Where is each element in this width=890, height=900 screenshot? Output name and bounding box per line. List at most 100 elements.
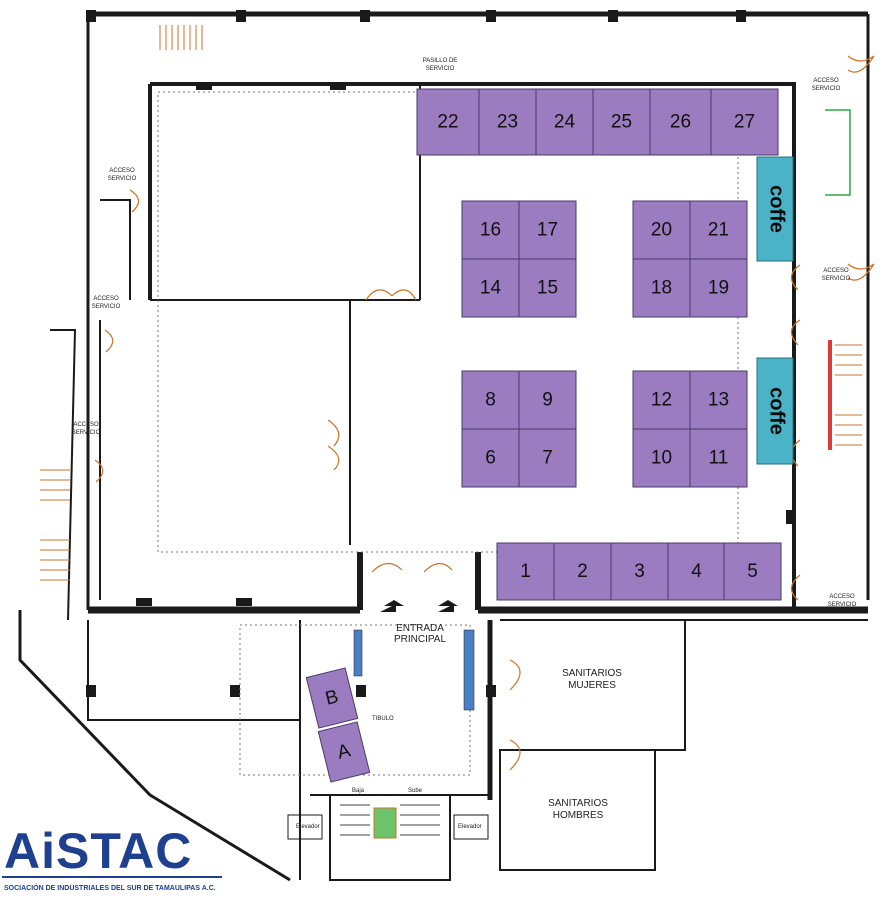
booth-a[interactable]: A: [317, 721, 371, 783]
booth-19[interactable]: 19: [689, 258, 748, 318]
booth-23[interactable]: 23: [478, 88, 537, 156]
booth-20[interactable]: 20: [632, 200, 691, 260]
red-rail: [828, 340, 832, 450]
acceso-label-5a: ACCESO: [823, 268, 849, 274]
booth-3-label: 3: [634, 561, 645, 582]
booth-18[interactable]: 18: [632, 258, 691, 318]
vestibulo-label: TIBULO: [372, 716, 394, 722]
elevator-left: [287, 814, 323, 840]
left-stairs: [40, 469, 70, 581]
booth-b[interactable]: B: [305, 667, 359, 729]
acceso-label-5b: SERVICIO: [822, 276, 851, 282]
booth-14[interactable]: 14: [461, 258, 520, 318]
booth-11-label: 11: [709, 448, 729, 469]
acceso-label-6b: SERVICIO: [828, 602, 857, 608]
top-stairs: [159, 25, 203, 50]
booth-26-label: 26: [670, 112, 691, 133]
aistac-logo: AiSTAC SOCIACIÓN DE INDUSTRIALES DEL SUR…: [2, 823, 222, 892]
booth-20-label: 20: [651, 220, 672, 241]
baja-label: Baja: [352, 788, 365, 794]
coffee-station-2[interactable]: coffe: [756, 357, 794, 465]
booth-17[interactable]: 17: [518, 200, 577, 260]
booth-25[interactable]: 25: [592, 88, 651, 156]
acceso-label-3b: SERVICIO: [92, 304, 121, 310]
entrada-label-2: PRINCIPAL: [394, 634, 446, 645]
logo-underline: [2, 876, 222, 878]
booth-8-label: 8: [485, 390, 496, 411]
sanitarios-mujeres-2: MUJERES: [568, 680, 616, 691]
booth-12-label: 12: [651, 390, 672, 411]
acceso-label-4a: ACCESO: [73, 422, 99, 428]
entrance-arrows: [380, 600, 458, 612]
booth-27-label: 27: [734, 112, 755, 133]
booth-25-label: 25: [611, 112, 632, 133]
booth-2-label: 2: [577, 561, 588, 582]
booth-27[interactable]: 27: [710, 88, 779, 156]
booth-19-label: 19: [708, 278, 729, 299]
booth-a-label: A: [335, 740, 353, 764]
acceso-label-1b: SERVICIO: [812, 86, 841, 92]
booth-10[interactable]: 10: [632, 428, 691, 488]
booth-24-label: 24: [554, 112, 576, 133]
booth-9[interactable]: 9: [518, 370, 577, 430]
acceso-label-6a: ACCESO: [829, 594, 855, 600]
booth-4-label: 4: [691, 561, 702, 582]
pasillo-label-1: PASILLO DE: [423, 58, 458, 64]
booth-2[interactable]: 2: [553, 542, 612, 601]
map-labels: PASILLO DE SERVICIO ACCESO SERVICIO ACCE…: [72, 58, 857, 830]
acceso-label-1a: ACCESO: [813, 78, 839, 84]
sanitarios-hombres-2: HOMBRES: [553, 810, 604, 821]
booth-13-label: 13: [708, 390, 729, 411]
booth-22-label: 22: [437, 112, 458, 133]
booth-b-label: B: [323, 686, 340, 709]
columns: [86, 10, 794, 697]
booth-18-label: 18: [651, 278, 672, 299]
booth-22[interactable]: 22: [416, 88, 480, 156]
coffee-station-1[interactable]: coffe: [756, 156, 794, 262]
sanitarios-hombres-1: SANITARIOS: [548, 798, 608, 809]
booth-15-label: 15: [537, 278, 558, 299]
acceso-label-3a: ACCESO: [93, 296, 119, 302]
booth-7[interactable]: 7: [518, 428, 577, 488]
booth-8[interactable]: 8: [461, 370, 520, 430]
booth-24[interactable]: 24: [535, 88, 594, 156]
booth-11[interactable]: 11: [689, 428, 748, 488]
booth-26[interactable]: 26: [649, 88, 712, 156]
elevador-label-left: Elevador: [296, 824, 320, 830]
booth-7-label: 7: [542, 448, 553, 469]
walls: [18, 11, 870, 882]
booth-12[interactable]: 12: [632, 370, 691, 430]
booth-6[interactable]: 6: [461, 428, 520, 488]
booth-21[interactable]: 21: [689, 200, 748, 260]
logo-wordmark: AiSTAC: [4, 823, 192, 879]
blue-door-right: [463, 629, 475, 711]
booth-21-label: 21: [708, 220, 729, 241]
booth-16[interactable]: 16: [461, 200, 520, 260]
green-stair-marker: [373, 807, 397, 839]
booth-14-label: 14: [480, 278, 502, 299]
sube-label: Sube: [408, 788, 423, 794]
acceso-label-4b: SERVICIO: [72, 430, 101, 436]
green-outline: [825, 109, 851, 196]
elevator-right: [453, 814, 489, 840]
booth-5[interactable]: 5: [723, 542, 782, 601]
blue-door-left: [353, 629, 363, 677]
booth-10-label: 10: [651, 448, 672, 469]
doors: [94, 55, 875, 771]
booth-15[interactable]: 15: [518, 258, 577, 318]
entrada-label-1: ENTRADA: [396, 623, 444, 634]
booth-4[interactable]: 4: [667, 542, 726, 601]
booth-17-label: 17: [537, 220, 558, 241]
booth-13[interactable]: 13: [689, 370, 748, 430]
booth-6-label: 6: [485, 448, 496, 469]
booth-1-label: 1: [520, 561, 531, 582]
acceso-label-2a: ACCESO: [109, 168, 135, 174]
booth-9-label: 9: [542, 390, 553, 411]
coffee-label-1: coffe: [766, 185, 788, 233]
sanitarios-mujeres-1: SANITARIOS: [562, 668, 622, 679]
booth-1[interactable]: 1: [496, 542, 555, 601]
booth-16-label: 16: [480, 220, 501, 241]
booth-3[interactable]: 3: [610, 542, 669, 601]
